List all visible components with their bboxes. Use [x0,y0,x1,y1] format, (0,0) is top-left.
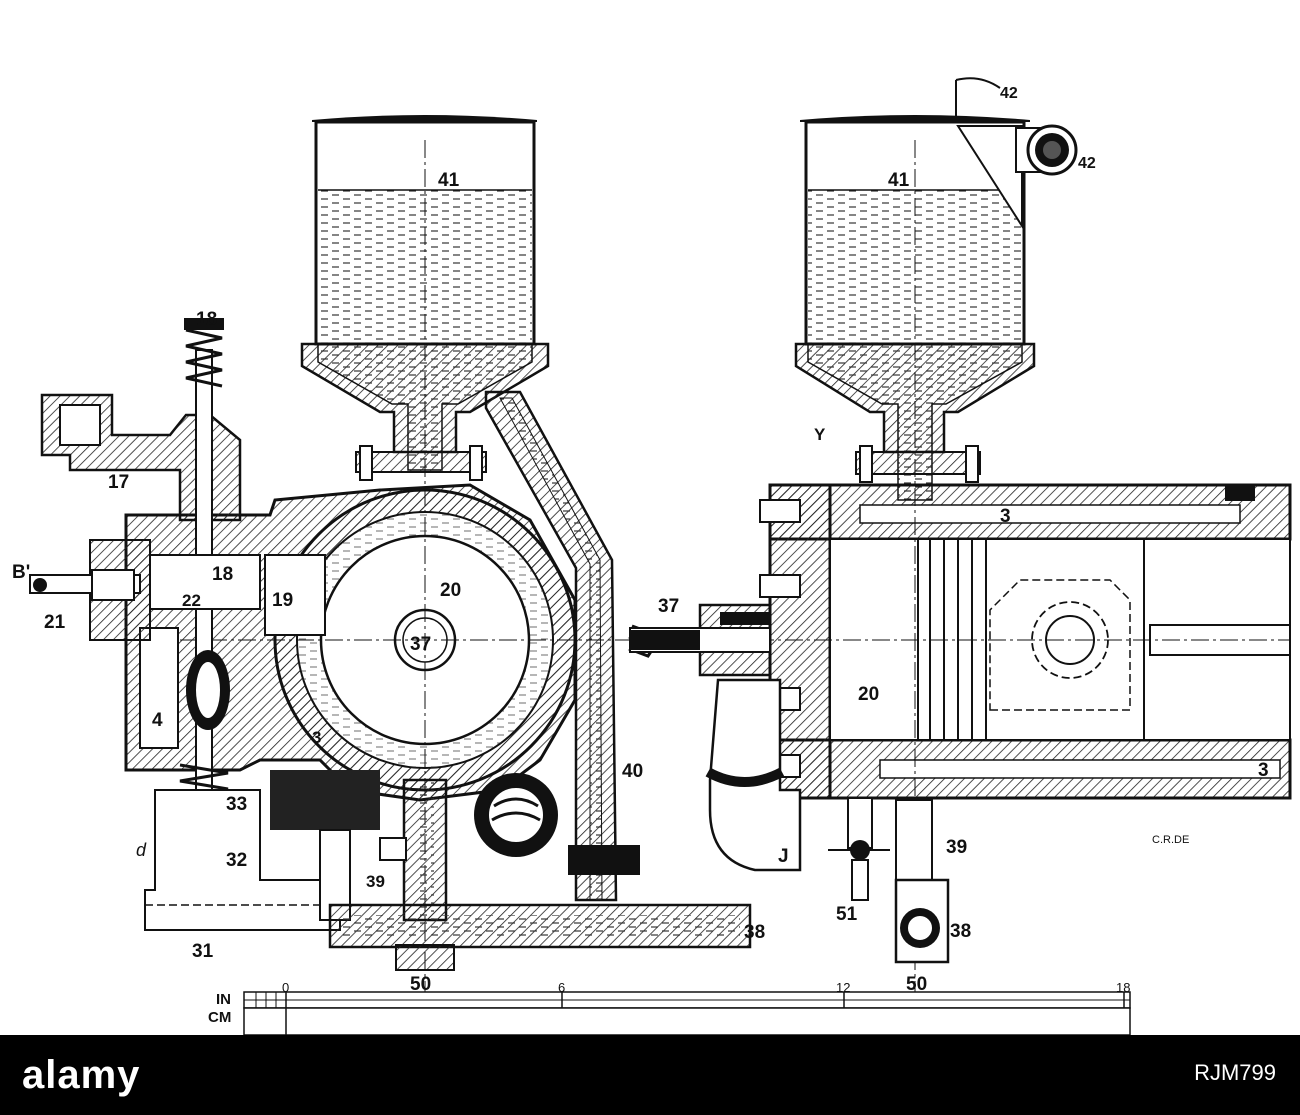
watermark-band: alamy [0,1035,1300,1115]
scale-bar: IN CM 0 6 12 18 [208,980,1131,1036]
label-31: 31 [192,941,214,962]
label-42-top: 42 [1000,85,1018,102]
part-labels: 41 41 42 42 18 18 17 B' 21 22 19 20 37 4… [12,85,1269,995]
label-j-left: J [546,810,557,831]
label-3-bottom: 3 [1258,760,1269,781]
scale-number-12: 12 [836,980,850,995]
cock-51 [828,797,890,901]
label-21: 21 [44,612,66,633]
label-3-top: 3 [1000,506,1011,527]
pipe-42 [955,77,1078,176]
label-19: 19 [272,590,293,611]
label-50-left: 50 [410,974,431,995]
label-b-prime: B' [12,562,30,583]
signature: C.R.DE [1152,834,1189,846]
label-4: 4 [152,710,163,731]
label-j-right: J [778,846,789,867]
label-41-right: 41 [888,170,910,191]
label-39-left: 39 [366,872,385,891]
label-51: 51 [836,904,858,925]
label-37-hub: 37 [410,634,431,655]
upper-spring [184,318,224,388]
gland-37 [627,603,772,677]
label-3-left: 3 [312,728,321,747]
right-assembly [627,77,1292,1000]
label-18-top: 18 [196,309,217,330]
label-38-left: 38 [744,922,765,943]
scale-cm-label: CM [208,1009,231,1026]
label-18-mid: 18 [212,564,233,585]
label-22: 22 [182,591,201,610]
image-id-label: RJM799 [1194,1060,1276,1085]
label-y: Y [814,425,826,444]
scale-number-6: 6 [558,980,565,995]
elbow-j-left [474,773,558,857]
watermark-brand: alamy [22,1052,141,1097]
scale-number-18: 18 [1116,980,1130,995]
label-41-left: 41 [438,170,460,191]
label-39-right: 39 [946,837,967,858]
scale-in-label: IN [216,991,231,1008]
label-17: 17 [108,472,129,493]
label-20-rotor: 20 [440,580,461,601]
label-d: d [136,840,147,860]
label-42-side: 42 [1078,155,1096,172]
label-50-right: 50 [906,974,927,995]
label-32: 32 [226,850,247,871]
left-assembly [29,115,752,1000]
label-20-piston: 20 [858,684,879,705]
label-38-right: 38 [950,921,971,942]
label-40: 40 [622,761,643,782]
scale-number-0: 0 [282,980,289,995]
label-33: 33 [226,794,247,815]
elbow-j-right [708,678,802,872]
label-37-gland: 37 [658,596,679,617]
